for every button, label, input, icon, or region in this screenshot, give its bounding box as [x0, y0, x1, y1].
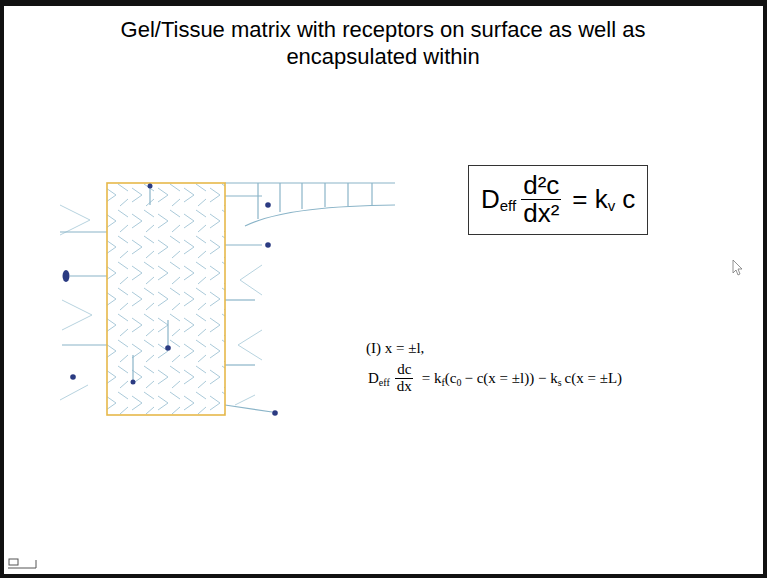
stalk	[62, 344, 107, 345]
subscript: s	[558, 377, 562, 388]
boundary-condition: Deffdcdx = kf(c0− c(x = ±l)) − ksc(x = ±L…	[368, 362, 622, 395]
receptor-dot	[70, 374, 76, 380]
profile-tick	[257, 183, 258, 219]
profile-curve	[245, 205, 395, 226]
stalk	[225, 244, 262, 245]
equation-term: = k	[422, 370, 442, 387]
receptor-dot	[131, 380, 136, 385]
denominator: dx²	[521, 200, 561, 227]
nav-icon-box	[9, 559, 18, 565]
boundary-condition: (I) x = ±l,	[366, 340, 424, 357]
receptor-dot	[165, 345, 171, 351]
subscript: f	[441, 377, 444, 388]
numerator: d²c	[521, 172, 561, 200]
subscript: eff	[500, 197, 516, 214]
fibre	[60, 205, 90, 235]
stalk	[132, 355, 133, 382]
numerator: dc	[395, 362, 413, 379]
receptor-dot	[265, 202, 271, 208]
equation-term: − c(x = ±l)) − k	[464, 370, 557, 387]
concentration-profile	[225, 183, 395, 226]
subscript: eff	[379, 377, 390, 388]
profile-tick	[347, 183, 348, 206]
receptor-dot	[63, 270, 70, 282]
nav-icon-line	[8, 568, 36, 569]
equation-term: c	[622, 184, 635, 215]
stalk	[60, 231, 107, 232]
profile-tick	[371, 183, 372, 205]
stalk	[70, 275, 107, 276]
profile-tick	[324, 183, 325, 207]
equation-term: D	[481, 184, 500, 215]
equation-term: D	[368, 370, 379, 387]
nav-icon-line	[36, 560, 37, 568]
receptor-stalks	[60, 186, 272, 412]
receptor-dot	[272, 410, 278, 416]
gel-outline	[107, 183, 225, 415]
stalk	[225, 299, 255, 300]
nav-icon	[8, 559, 36, 568]
equation-term: (c	[445, 370, 457, 387]
denominator: dx	[395, 379, 414, 395]
gel-hatching	[107, 183, 225, 415]
fraction: dcdx	[395, 362, 414, 395]
slide-title: Gel/Tissue matrix with receptors on surf…	[118, 16, 648, 70]
fibre	[60, 385, 88, 400]
slide-ground	[4, 6, 763, 574]
matrix-fibres	[60, 205, 262, 405]
equation-term: = k	[572, 184, 607, 215]
equation-term: (I) x = ±l,	[366, 340, 424, 357]
fibre	[62, 300, 92, 330]
subscript: 0	[456, 377, 461, 388]
mouse-cursor	[733, 260, 742, 275]
fibre	[238, 330, 262, 360]
bulk-level	[225, 182, 395, 183]
receptor-dot	[148, 184, 153, 189]
fraction: d²cdx²	[521, 172, 561, 228]
profile-tick	[279, 183, 280, 212]
stalk	[167, 320, 168, 348]
profile-tick	[301, 183, 302, 209]
stalk	[225, 405, 272, 412]
stalk	[225, 364, 255, 365]
stalk	[225, 195, 262, 196]
stalk	[149, 186, 150, 205]
subscript: v	[608, 197, 616, 214]
receptor-dot	[265, 242, 271, 248]
receptors	[63, 184, 278, 416]
equation-term: c(x = ±L)	[565, 370, 623, 387]
equation-box: Deff d²cdx² = kvc	[468, 165, 648, 235]
fibre	[235, 395, 255, 405]
fibre	[240, 265, 262, 295]
